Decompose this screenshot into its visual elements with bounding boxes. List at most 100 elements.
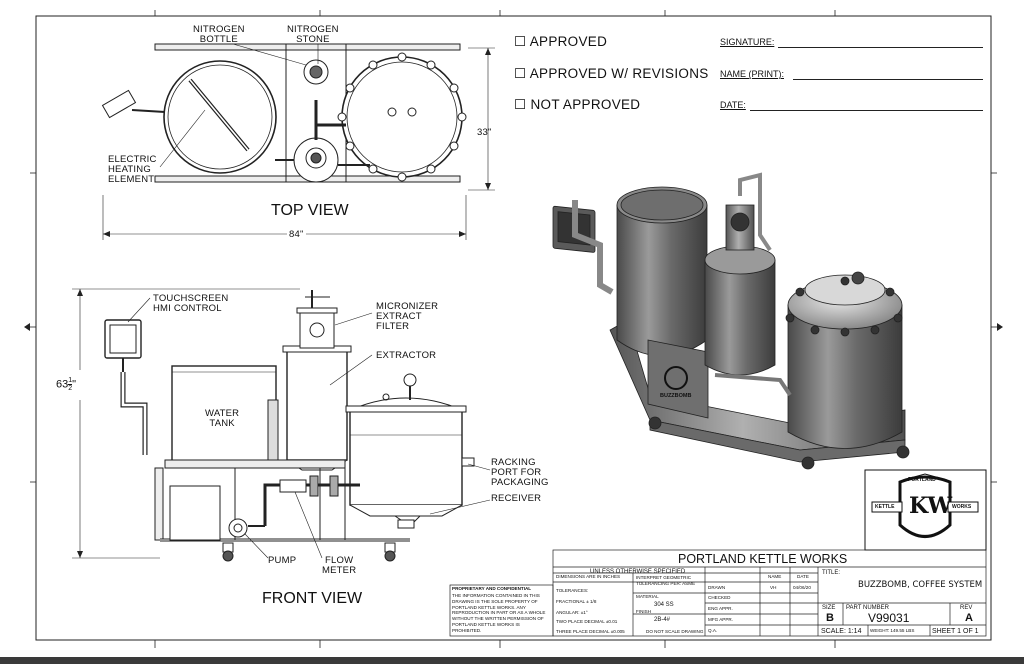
callout-line: ELEMENT bbox=[108, 174, 155, 185]
not-approved-label: NOT APPROVED bbox=[530, 97, 641, 112]
callout-line: STONE bbox=[296, 34, 330, 45]
title-label: TITLE: bbox=[822, 570, 841, 576]
top-view-title: TOP VIEW bbox=[271, 202, 349, 219]
size-value: B bbox=[826, 612, 834, 624]
drawn-date: 04/06/20 bbox=[793, 585, 811, 590]
callout-line: FILTER bbox=[376, 321, 410, 332]
approved-with-revisions-checkbox: ☐ APPROVED W/ REVISIONS bbox=[514, 66, 709, 81]
name-header: NAME bbox=[768, 574, 782, 579]
callout-line: EXTRACT bbox=[376, 311, 422, 322]
name-print-line bbox=[793, 79, 983, 80]
drawing-title: BUZZBOMB, COFFEE SYSTEM bbox=[858, 580, 983, 590]
signature-label: SIGNATURE: bbox=[720, 37, 775, 47]
extractor-callout: EXTRACTOR bbox=[376, 350, 437, 361]
tolerances-label: TOLERANCES: bbox=[556, 588, 589, 593]
approved-label: APPROVED bbox=[529, 34, 608, 49]
interpret-line: INTERPRET GEOMETRIC bbox=[636, 575, 692, 580]
heating-element-callout: ELECTRIC HEATING ELEMENT bbox=[108, 155, 157, 185]
material-value: 304 SS bbox=[654, 602, 674, 608]
logo-left-text: KETTLE bbox=[875, 504, 895, 510]
scale-value: SCALE: 1:14 bbox=[821, 628, 862, 635]
flow-meter-callout: FLOW METER bbox=[322, 556, 356, 576]
callout-line: BOTTLE bbox=[199, 34, 238, 45]
name-print-label: NAME (PRINT): bbox=[720, 69, 784, 79]
company-name: PORTLAND KETTLE WORKS bbox=[678, 552, 848, 566]
notice-line: PORTLAND KETTLE WORKS. ANY bbox=[452, 604, 526, 610]
sheet-value: SHEET 1 OF 1 bbox=[932, 628, 979, 635]
callout-line: TOUCHSCREEN bbox=[153, 293, 229, 304]
part-number: V99031 bbox=[868, 611, 910, 625]
angular-tolerance: ANGULAR: ±1° bbox=[556, 610, 588, 615]
height-fraction-numerator: 1 bbox=[68, 377, 73, 385]
row-qa: Q.A. bbox=[708, 628, 718, 633]
fractional-tolerance: FRACTIONAL ± 1/8 bbox=[556, 599, 597, 604]
finish-value: 2B-4# bbox=[654, 616, 671, 623]
weight-value: WEIGHT: 149.55 LBS bbox=[870, 628, 915, 633]
rev-value: A bbox=[965, 612, 973, 624]
notice-line: REPRODUCTION IN PART OR AS A WHOLE bbox=[452, 610, 546, 616]
racking-port-callout: RACKING PORT FOR PACKAGING bbox=[491, 458, 549, 488]
approved-with-revisions-label: APPROVED W/ REVISIONS bbox=[529, 66, 709, 81]
interpret-tolerancing: INTERPRET GEOMETRIC TOLERANCING PER: ASM… bbox=[636, 575, 695, 586]
unless-specified: UNLESS OTHERWISE SPECIFIED bbox=[590, 568, 686, 575]
three-place-tolerance: THREE PLACE DECIMAL ±0.005 bbox=[556, 629, 625, 634]
front-view-title: FRONT VIEW bbox=[262, 590, 363, 607]
callout-line: TANK bbox=[209, 418, 235, 429]
signature-line bbox=[778, 47, 983, 48]
nitrogen-stone-callout: NITROGEN STONE bbox=[287, 25, 339, 45]
interpret-line: TOLERANCING PER: ASME bbox=[636, 580, 696, 586]
not-approved-checkbox: ☐ NOT APPROVED bbox=[514, 97, 641, 112]
callout-line: PORT FOR bbox=[491, 467, 542, 478]
logo-top-text: PORTLAND bbox=[908, 477, 936, 483]
notice-line: WITHOUT THE WRITTEN PERMISSION OF bbox=[452, 616, 544, 622]
callout-line: RACKING bbox=[491, 457, 536, 468]
date-line bbox=[750, 110, 983, 111]
row-mfg-appr: MFG APPR. bbox=[708, 617, 734, 622]
date-label: DATE: bbox=[720, 100, 746, 110]
callout-line: PACKAGING bbox=[491, 477, 549, 488]
date-header: DATE bbox=[797, 574, 809, 579]
row-drawn: DRAWN bbox=[708, 585, 726, 590]
callout-line: WATER bbox=[205, 408, 240, 419]
two-place-tolerance: TWO PLACE DECIMAL ±0.01 bbox=[556, 619, 618, 624]
buzzbomb-panel-label: BUZZBOMB bbox=[660, 393, 692, 399]
notice-line: PORTLAND KETTLE WORKS IS bbox=[452, 621, 520, 627]
proprietary-title: PROPRIETARY AND CONFIDENTIAL bbox=[452, 586, 532, 591]
front-view-drawing bbox=[72, 288, 491, 562]
depth-dimension: 33" bbox=[477, 127, 492, 138]
dims-in-inches: DIMENSIONS ARE IN INCHES bbox=[556, 574, 621, 579]
pump-callout: PUMP bbox=[268, 555, 297, 566]
micronizer-callout: MICRONIZER EXTRACT FILTER bbox=[376, 302, 438, 332]
callout-line: MICRONIZER bbox=[376, 301, 439, 312]
water-tank-label: WATER TANK bbox=[205, 409, 239, 429]
callout-line: NITROGEN bbox=[193, 24, 245, 35]
receiver-callout: RECEIVER bbox=[491, 493, 542, 504]
proprietary-notice: THE INFORMATION CONTAINED IN THIS DRAWIN… bbox=[452, 593, 545, 634]
size-label: SIZE bbox=[822, 605, 836, 611]
callout-line: NITROGEN bbox=[287, 24, 339, 35]
height-unit: " bbox=[72, 378, 77, 391]
callout-line: HEATING bbox=[108, 164, 151, 175]
nitrogen-bottle-callout: NITROGEN BOTTLE bbox=[193, 25, 245, 45]
portland-kettle-works-logo bbox=[864, 469, 987, 551]
height-whole: 63 bbox=[56, 378, 69, 391]
window-bottom-bar bbox=[0, 657, 1024, 664]
callout-line: FLOW bbox=[325, 555, 354, 566]
approved-checkbox: ☐ APPROVED bbox=[514, 34, 608, 49]
logo-monogram: KW bbox=[909, 493, 953, 519]
logo-right-text: WORKS bbox=[952, 504, 972, 510]
callout-line: METER bbox=[322, 565, 357, 576]
callout-line: ELECTRIC bbox=[108, 154, 157, 165]
part-number-label: PART NUMBER bbox=[846, 605, 890, 611]
notice-line: DRAWING IS THE SOLE PROPERTY OF bbox=[452, 598, 538, 604]
rev-label: REV bbox=[960, 605, 973, 611]
row-eng-appr: ENG APPR. bbox=[708, 606, 733, 611]
drawn-by: VH bbox=[770, 585, 777, 590]
notice-line: PROHIBITED. bbox=[452, 627, 482, 633]
callout-line: HMI CONTROL bbox=[153, 303, 222, 314]
height-fraction-denominator: 2 bbox=[68, 385, 73, 392]
notice-line: THE INFORMATION CONTAINED IN THIS bbox=[452, 593, 540, 598]
finish-label: FINISH bbox=[636, 608, 652, 614]
